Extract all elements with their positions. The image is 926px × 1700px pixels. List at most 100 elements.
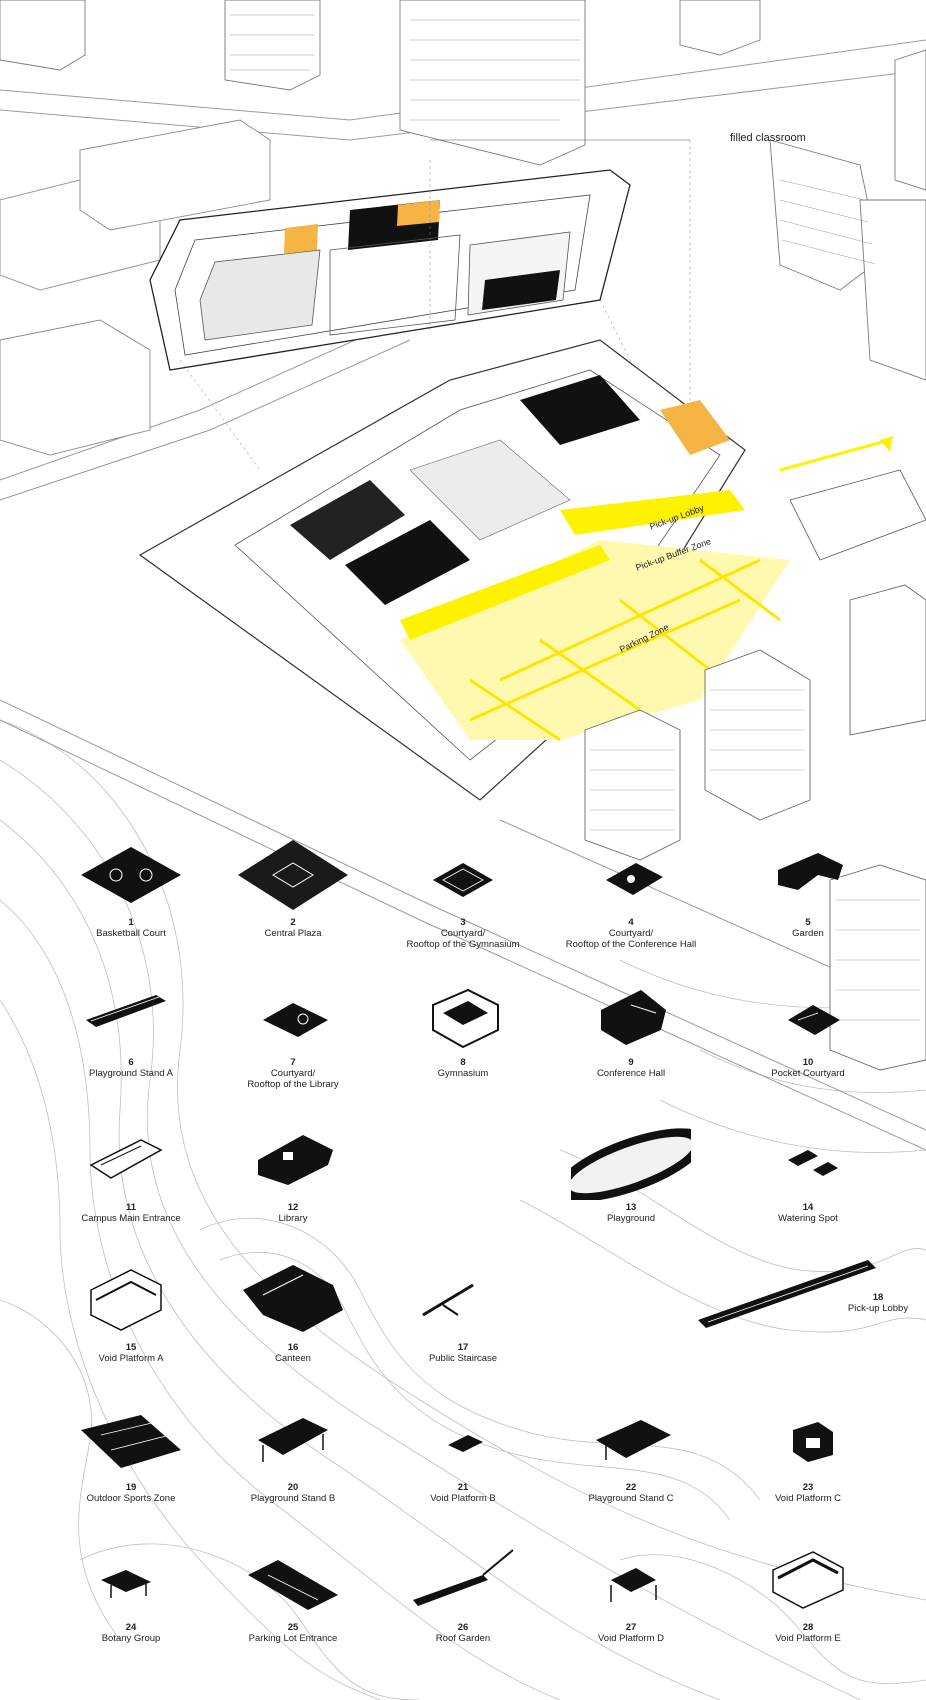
watering-spot-icon	[788, 1150, 838, 1176]
legend-name: Campus Main Entrance	[81, 1213, 181, 1224]
legend-number: 24	[125, 1622, 137, 1633]
legend-name: Parking Lot Entrance	[248, 1633, 338, 1644]
botany-group-icon	[101, 1570, 151, 1598]
void-platform-c-icon	[793, 1422, 833, 1462]
central-plaza-icon	[238, 840, 348, 910]
legend-name: Watering Spot	[778, 1213, 838, 1224]
legend-number: 5	[805, 917, 811, 928]
legend-number: 19	[125, 1482, 137, 1493]
legend-name: Central Plaza	[264, 928, 322, 939]
legend-number: 11	[125, 1202, 137, 1213]
legend-name: Library	[278, 1213, 308, 1224]
legend-name: Pocket Courtyard	[771, 1068, 845, 1079]
legend-number: 25	[287, 1622, 299, 1633]
legend-name: Playground Stand B	[250, 1493, 336, 1504]
legend-number: 23	[802, 1482, 814, 1493]
legend-name: Void Platform A	[98, 1353, 164, 1364]
conference-hall-icon	[601, 990, 666, 1045]
pocket-courtyard-icon	[788, 1005, 840, 1035]
garden-icon	[778, 853, 843, 890]
pickup-parking-zone	[400, 436, 893, 742]
legend-number: 21	[457, 1482, 469, 1493]
legend-number: 26	[457, 1622, 469, 1633]
tower-facade-lines	[590, 689, 920, 1021]
legend-name: Void Platform E	[775, 1633, 841, 1644]
upper-floor-block	[149, 169, 631, 371]
stand-c-icon	[596, 1420, 671, 1460]
legend-number: 18	[872, 1292, 884, 1303]
left-buildings	[0, 119, 271, 456]
legend-number: 15	[125, 1342, 137, 1353]
legend-number: 7	[290, 1057, 296, 1068]
pickup-lobby-icon	[698, 1260, 876, 1328]
legend-number: 9	[628, 1057, 634, 1068]
parking-entrance-icon	[248, 1560, 338, 1610]
public-staircase-icon	[422, 1283, 474, 1317]
legend-name: Void Platform D	[598, 1633, 664, 1644]
contour-lines	[0, 719, 926, 1700]
outdoor-sports-icon	[81, 1415, 181, 1468]
legend-name: Garden	[792, 928, 824, 939]
legend-number: 14	[802, 1202, 814, 1213]
void-platform-e-icon	[772, 1551, 844, 1609]
legend-name: Courtyard/ Rooftop of the Gymnasium	[406, 928, 520, 950]
legend-name: Playground Stand C	[588, 1493, 674, 1504]
legend-number: 10	[802, 1057, 814, 1068]
gymnasium-icon	[432, 988, 499, 1049]
legend-number: 28	[802, 1622, 814, 1633]
legend-name: Void Platform B	[430, 1493, 496, 1504]
legend-name: Conference Hall	[596, 1068, 666, 1079]
legend-number: 3	[460, 917, 466, 928]
legend-number: 4	[628, 917, 634, 928]
residential-towers	[584, 584, 926, 1071]
playground-icon	[571, 1128, 691, 1200]
library-icon	[258, 1135, 333, 1185]
legend-name: Roof Garden	[435, 1633, 491, 1644]
basketball-court-icon	[81, 847, 181, 903]
legend-number: 13	[625, 1202, 637, 1213]
canteen-icon	[243, 1265, 343, 1332]
stand-a-icon	[86, 995, 166, 1027]
